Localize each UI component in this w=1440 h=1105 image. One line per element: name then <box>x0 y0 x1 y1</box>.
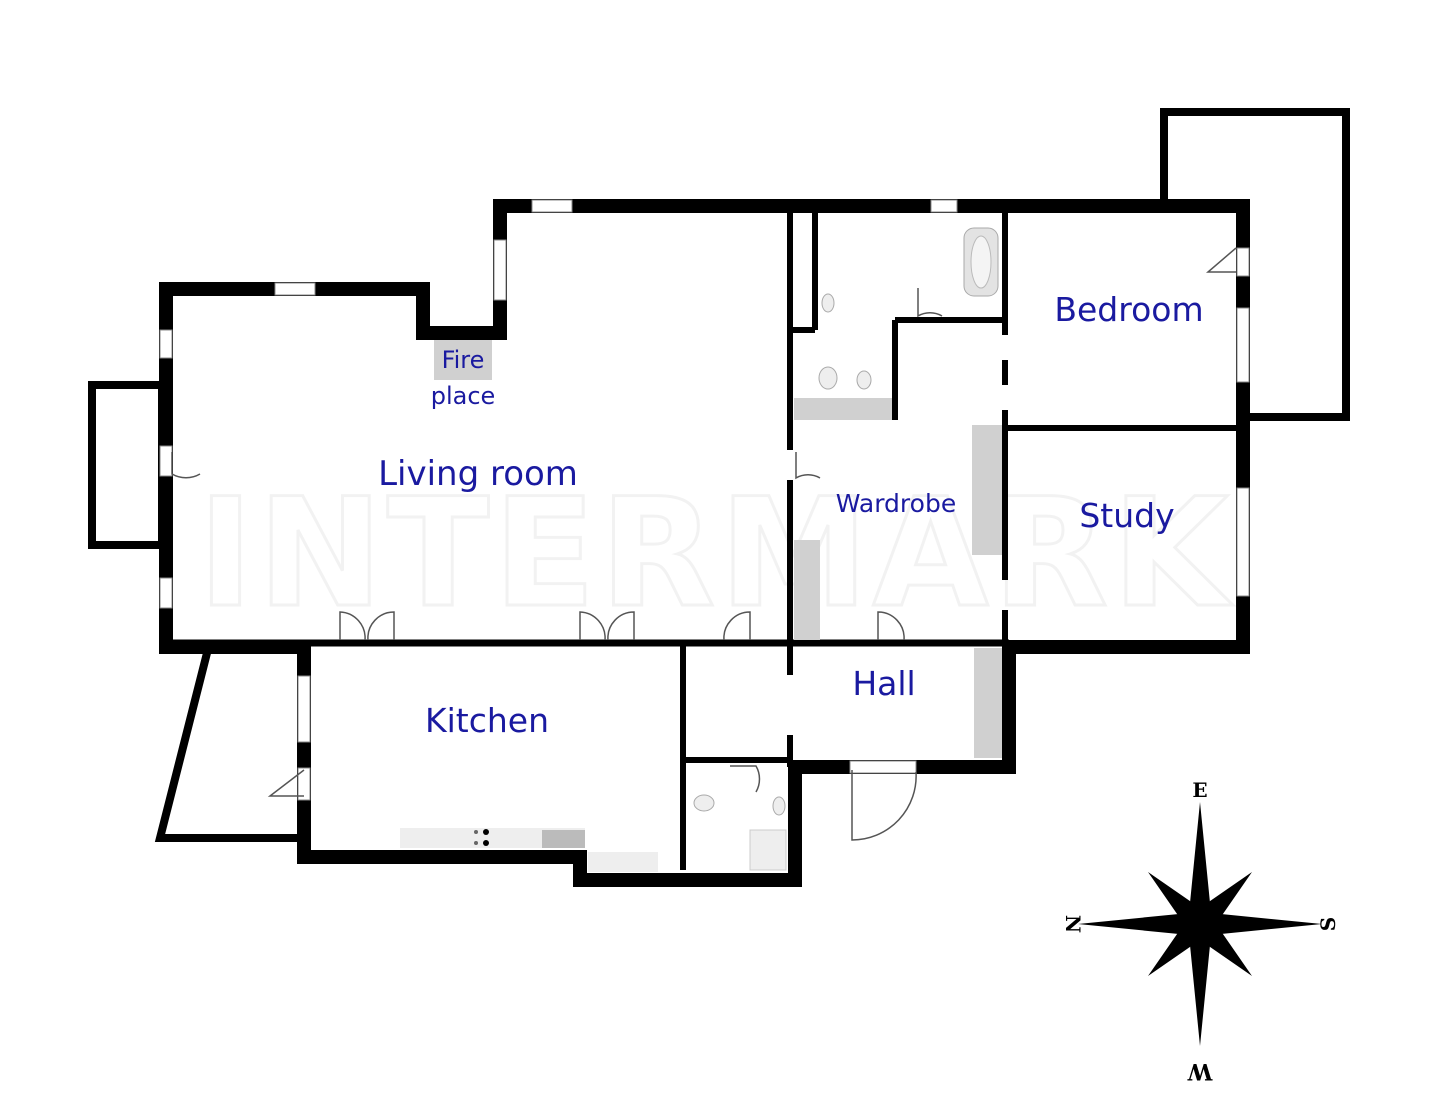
door-arc <box>1205 247 1237 273</box>
window <box>274 282 316 296</box>
stove-burner <box>483 840 489 846</box>
compass-left-letter: N <box>1061 915 1085 933</box>
compass-right-letter: S <box>1316 917 1340 931</box>
fireplace-label-line2: place <box>431 382 496 410</box>
living-room-label: Living room <box>378 454 578 494</box>
study-label: Study <box>1079 496 1174 535</box>
balcony-west <box>88 381 166 549</box>
window <box>159 329 173 359</box>
door-arc <box>339 611 366 641</box>
compass-bottom-letter: W <box>1187 1058 1213 1084</box>
windows <box>159 199 1250 801</box>
hall-label: Hall <box>852 664 915 703</box>
toilet <box>693 794 715 812</box>
kitchen-counter <box>400 828 585 848</box>
fixtures <box>400 227 1002 872</box>
window <box>1236 247 1250 277</box>
window <box>159 445 173 477</box>
door-arc <box>171 452 201 479</box>
sink <box>772 796 786 816</box>
window <box>930 199 958 213</box>
kitchen-counter-low <box>588 852 658 872</box>
door-arc <box>367 611 395 641</box>
wardrobe-strip-lower <box>974 648 1002 758</box>
door-arc <box>267 769 305 797</box>
bidet <box>856 370 872 390</box>
window <box>531 199 573 213</box>
door-arc <box>795 452 821 480</box>
window <box>1236 307 1250 383</box>
corridor-strip <box>794 398 892 420</box>
door-arc <box>851 770 917 841</box>
fireplace-block <box>434 340 492 380</box>
door-arc <box>730 765 761 793</box>
toilet <box>821 293 835 313</box>
window <box>1236 487 1250 597</box>
compass-top-letter: E <box>1192 778 1207 802</box>
door-arc <box>877 611 905 641</box>
terrace-east <box>1160 108 1350 421</box>
stove-burner <box>483 829 489 835</box>
wardrobe-strip <box>972 425 1002 555</box>
shower-tray <box>749 829 787 871</box>
door-arc <box>607 611 635 641</box>
interior-walls <box>166 206 1243 880</box>
door-arc <box>579 611 606 641</box>
stove-burner <box>474 841 478 845</box>
doors <box>171 247 1237 841</box>
kitchen-label: Kitchen <box>425 701 549 740</box>
window <box>297 675 311 743</box>
door-arc <box>723 611 751 641</box>
window <box>159 577 173 609</box>
watermark: INTERMARK <box>198 467 1233 641</box>
closet-strip <box>794 540 820 640</box>
window <box>849 760 917 774</box>
door-arc <box>917 288 943 318</box>
stove-burner <box>474 830 478 834</box>
wardrobe-label: Wardrobe <box>836 489 956 518</box>
compass-ray-main <box>1078 802 1322 1046</box>
window <box>493 239 507 301</box>
bedroom-label: Bedroom <box>1054 290 1203 329</box>
toilet <box>818 366 838 390</box>
balcony-kitchen <box>154 652 298 842</box>
compass-rose <box>1078 802 1322 1046</box>
kitchen-sink <box>542 830 585 848</box>
window <box>297 767 311 801</box>
fireplace-label-line1: Fire <box>442 346 485 374</box>
tub-basin <box>970 235 992 289</box>
